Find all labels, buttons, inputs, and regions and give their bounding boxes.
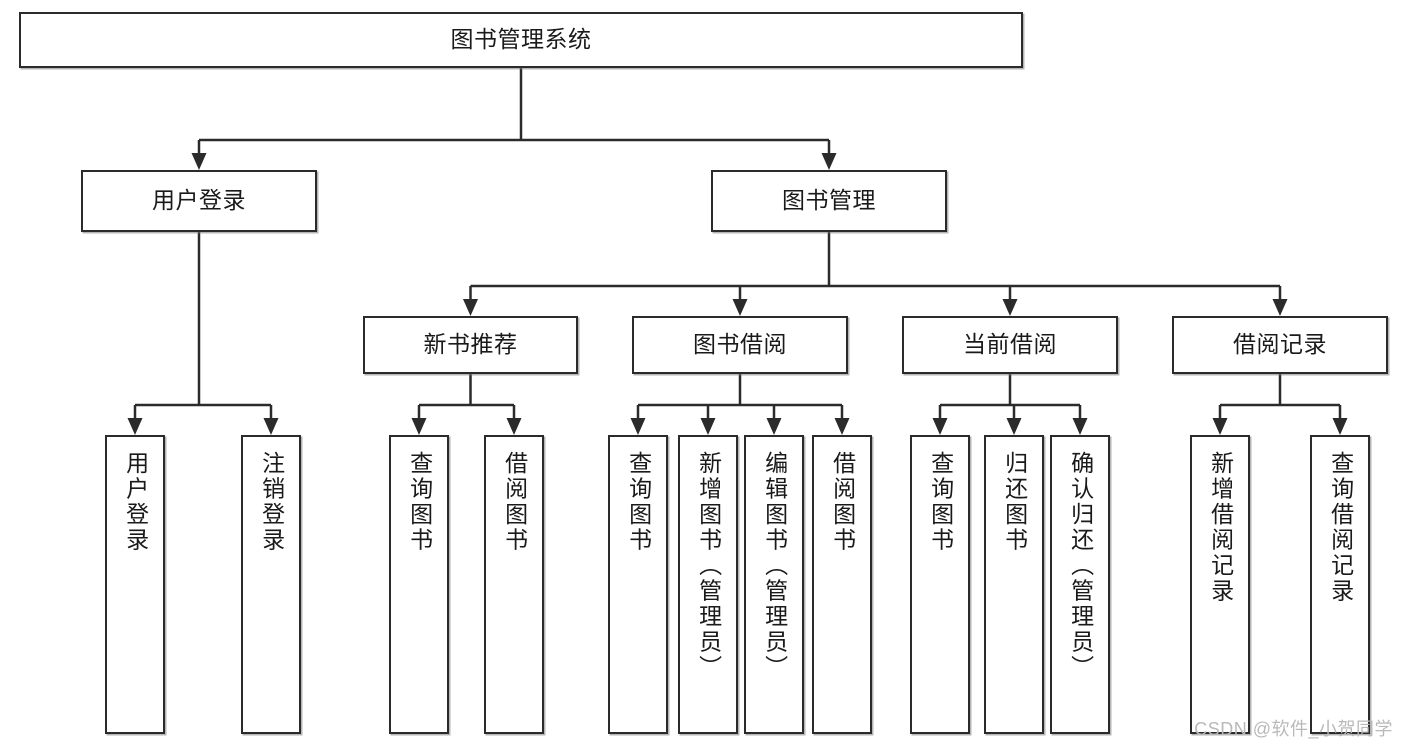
node-book-borrow: 图书借阅 xyxy=(632,316,848,374)
arrowhead-leaf-9 xyxy=(932,418,948,435)
node-label: 新增借阅记录 xyxy=(1207,451,1234,604)
node-leaf-7: 编辑图书（管理员） xyxy=(744,435,804,734)
node-book-manage: 图书管理 xyxy=(711,170,947,232)
arrowhead-book-manage xyxy=(821,153,837,170)
arrowhead-leaf-4 xyxy=(506,418,522,435)
arrowhead-leaf-2 xyxy=(263,418,279,435)
arrowhead-leaf-13 xyxy=(1332,418,1348,435)
node-leaf-12: 新增借阅记录 xyxy=(1190,435,1250,734)
node-label: 编辑图书（管理员） xyxy=(761,451,788,681)
node-label: 查询借阅记录 xyxy=(1327,451,1354,604)
arrowhead-leaf-7 xyxy=(766,418,782,435)
arrowhead-leaf-1 xyxy=(127,418,143,435)
node-leaf-5: 查询图书 xyxy=(608,435,668,734)
node-leaf-6: 新增图书（管理员） xyxy=(678,435,738,734)
arrowhead-user-login xyxy=(191,153,207,170)
node-label: 确认归还（管理员） xyxy=(1067,451,1094,681)
node-label: 借阅记录 xyxy=(1233,331,1327,358)
node-label: 图书管理 xyxy=(782,187,876,214)
arrowhead-leaf-6 xyxy=(700,418,716,435)
node-cur-borrow: 当前借阅 xyxy=(902,316,1118,374)
node-leaf-10: 归还图书 xyxy=(984,435,1044,734)
node-leaf-4: 借阅图书 xyxy=(484,435,544,734)
arrowhead-leaf-5 xyxy=(630,418,646,435)
node-new-book-rec: 新书推荐 xyxy=(363,316,578,374)
node-label: 当前借阅 xyxy=(963,331,1057,358)
node-label: 用户登录 xyxy=(152,187,246,214)
node-root: 图书管理系统 xyxy=(19,12,1023,68)
arrowhead-borrow-log xyxy=(1272,299,1288,316)
node-label: 注销登录 xyxy=(258,451,285,553)
node-label: 图书借阅 xyxy=(693,331,787,358)
node-label: 新书推荐 xyxy=(423,331,518,358)
arrowhead-leaf-3 xyxy=(411,418,427,435)
node-label: 新增图书（管理员） xyxy=(695,451,722,681)
node-leaf-13: 查询借阅记录 xyxy=(1310,435,1370,734)
node-leaf-2: 注销登录 xyxy=(241,435,301,734)
arrowhead-cur-borrow xyxy=(1002,299,1018,316)
node-label: 查询图书 xyxy=(625,451,652,553)
node-label: 图书管理系统 xyxy=(450,26,592,53)
node-label: 用户登录 xyxy=(122,451,149,553)
node-leaf-8: 借阅图书 xyxy=(812,435,872,734)
arrowhead-leaf-11 xyxy=(1072,418,1088,435)
node-label: 归还图书 xyxy=(1001,451,1028,553)
node-label: 查询图书 xyxy=(927,451,954,553)
arrowhead-leaf-10 xyxy=(1006,418,1022,435)
node-leaf-9: 查询图书 xyxy=(910,435,970,734)
node-label: 借阅图书 xyxy=(829,451,856,553)
node-leaf-1: 用户登录 xyxy=(105,435,165,734)
node-borrow-log: 借阅记录 xyxy=(1172,316,1388,374)
arrowhead-book-borrow xyxy=(732,299,748,316)
node-label: 查询图书 xyxy=(406,451,433,553)
arrowhead-leaf-12 xyxy=(1212,418,1228,435)
node-label: 借阅图书 xyxy=(501,451,528,553)
arrowhead-new-book-rec xyxy=(463,299,478,316)
node-leaf-3: 查询图书 xyxy=(389,435,449,734)
node-user-login: 用户登录 xyxy=(81,170,317,232)
node-leaf-11: 确认归还（管理员） xyxy=(1050,435,1110,734)
arrowhead-leaf-8 xyxy=(834,418,850,435)
